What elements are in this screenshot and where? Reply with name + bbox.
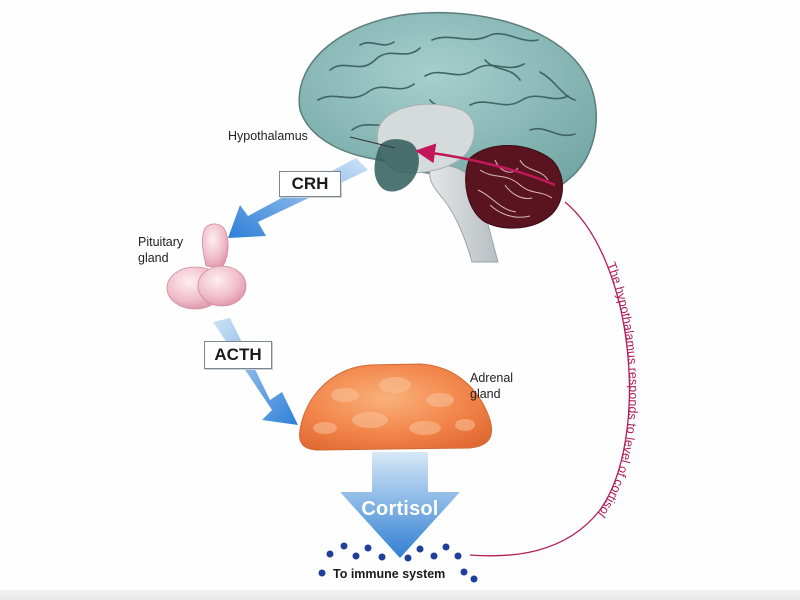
acth-box: ACTH [204,341,272,369]
feedback-label: The hypothalamus responds to level of co… [595,260,640,520]
hypothalamus-pointer [349,136,396,149]
crh-box: CRH [279,171,341,197]
hypothalamus-label: Hypothalamus [228,129,308,143]
internal-feedback-arrow [415,143,556,187]
pituitary-label: Pituitary gland [138,235,184,265]
adrenal-label: Adrenal gland [470,371,514,401]
adrenal-gland [299,363,493,451]
feedback-curve [469,201,630,557]
immune-system-label: To immune system [333,567,446,581]
pituitary-gland [166,223,247,310]
cerebellum-veins [477,159,553,218]
acth-arrow [213,318,298,425]
cortisol-label: Cortisol [361,498,439,520]
immune-dots [318,542,478,583]
brain-illustration [298,11,597,263]
cerebellum [465,145,563,229]
hypothalamus-region [374,139,419,192]
crh-arrow [228,158,368,238]
cortisol-arrow [340,452,460,558]
